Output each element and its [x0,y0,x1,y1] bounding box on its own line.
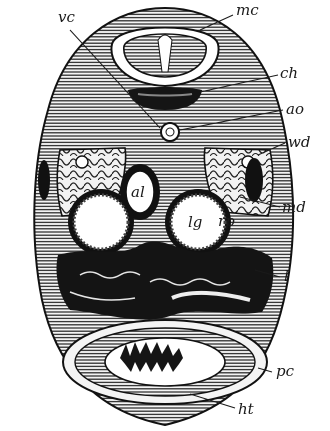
label-l: l [284,267,289,285]
liver [57,241,274,319]
label-ht: ht [238,400,255,418]
label-rp: rp [218,212,235,230]
aorta [161,123,179,141]
lateral-body-left [38,160,50,200]
label-ch: ch [280,64,298,82]
label-mc: mc [236,1,259,19]
label-lg: lg [188,213,202,231]
label-al: al [131,183,145,201]
label-vc: vc [58,8,75,26]
label-md: md [282,198,306,216]
label-ao: ao [286,100,304,118]
label-pc: pc [276,362,295,380]
lung-left [68,189,134,255]
lateral-body-right [245,158,263,202]
label-wd: wd [288,133,310,151]
